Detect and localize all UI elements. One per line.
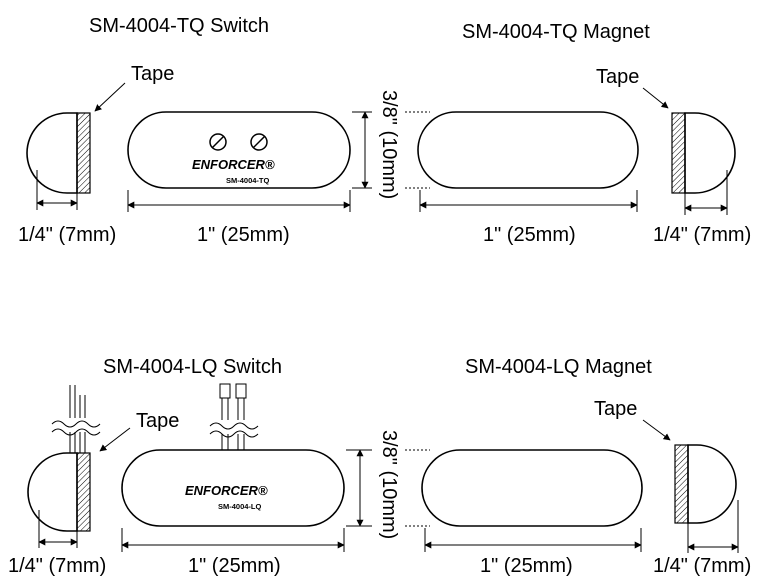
top-left-tape-strip: [76, 112, 91, 194]
bottom-model-label: SM-4004-LQ: [218, 502, 262, 511]
top-model-label: SM-4004-TQ: [226, 176, 270, 185]
top-right-tape-arrow: [642, 87, 669, 109]
top-magnet-length-label: 1" (25mm): [483, 224, 576, 246]
bottom-right-tape-arrow: [642, 419, 671, 441]
bottom-switch-side-view: [27, 452, 91, 532]
bottom-magnet-length-label: 1" (25mm): [480, 555, 573, 577]
bottom-switch-body: ENFORCER® SM-4004-LQ: [121, 449, 345, 527]
bottom-left-width-dimension: [38, 510, 78, 548]
bottom-right-width-dimension: [687, 500, 739, 553]
bottom-left-tape-label: Tape: [136, 410, 179, 432]
top-switch-body: ENFORCER® SM-4004-TQ: [127, 111, 351, 189]
top-left-tape-arrow: [94, 82, 126, 112]
bottom-left-wires-icon: [51, 385, 101, 453]
bottom-brand-logo: ENFORCER®: [185, 483, 268, 498]
bottom-right-width-label: 1/4" (7mm): [653, 555, 751, 577]
bottom-switch-wires-icon: [209, 383, 259, 450]
bottom-magnet-length-dimension: [424, 528, 642, 552]
screw-icon: [250, 133, 268, 151]
bottom-right-tape-strip: [674, 444, 689, 524]
top-right-tape-strip: [671, 112, 686, 194]
top-brand-logo: ENFORCER®: [192, 157, 275, 172]
bottom-height-label: 3/8" (10mm): [378, 430, 400, 539]
top-height-dimension: [352, 111, 430, 189]
top-left-width-dimension: [36, 170, 78, 210]
top-magnet-side-view: [671, 112, 736, 194]
top-left-width-label: 1/4" (7mm): [18, 224, 116, 246]
bottom-magnet-body: [421, 449, 643, 527]
top-switch-length-dimension: [127, 190, 351, 212]
top-right-width-dimension: [684, 170, 728, 215]
bottom-switch-length-dimension: [121, 528, 345, 552]
bottom-magnet-side-view: [674, 444, 737, 524]
top-magnet-body: [417, 111, 639, 189]
top-height-label: 3/8" (10mm): [378, 90, 400, 199]
screw-icon: [209, 133, 227, 151]
bottom-left-width-label: 1/4" (7mm): [8, 555, 106, 577]
top-switch-length-label: 1" (25mm): [197, 224, 290, 246]
top-right-tape-label: Tape: [596, 66, 639, 88]
bottom-left-tape-strip: [76, 452, 91, 532]
top-magnet-length-dimension: [419, 190, 638, 212]
top-switch-title: SM-4004-TQ Switch: [89, 15, 269, 37]
bottom-height-dimension: [346, 449, 430, 527]
top-left-tape-label: Tape: [131, 63, 174, 85]
bottom-right-tape-label: Tape: [594, 398, 637, 420]
bottom-switch-length-label: 1" (25mm): [188, 555, 281, 577]
top-magnet-title: SM-4004-TQ Magnet: [462, 21, 650, 43]
bottom-switch-title: SM-4004-LQ Switch: [103, 356, 282, 378]
top-switch-side-view: [26, 112, 91, 194]
top-right-width-label: 1/4" (7mm): [653, 224, 751, 246]
bottom-magnet-title: SM-4004-LQ Magnet: [465, 356, 652, 378]
bottom-left-tape-arrow: [99, 427, 131, 452]
